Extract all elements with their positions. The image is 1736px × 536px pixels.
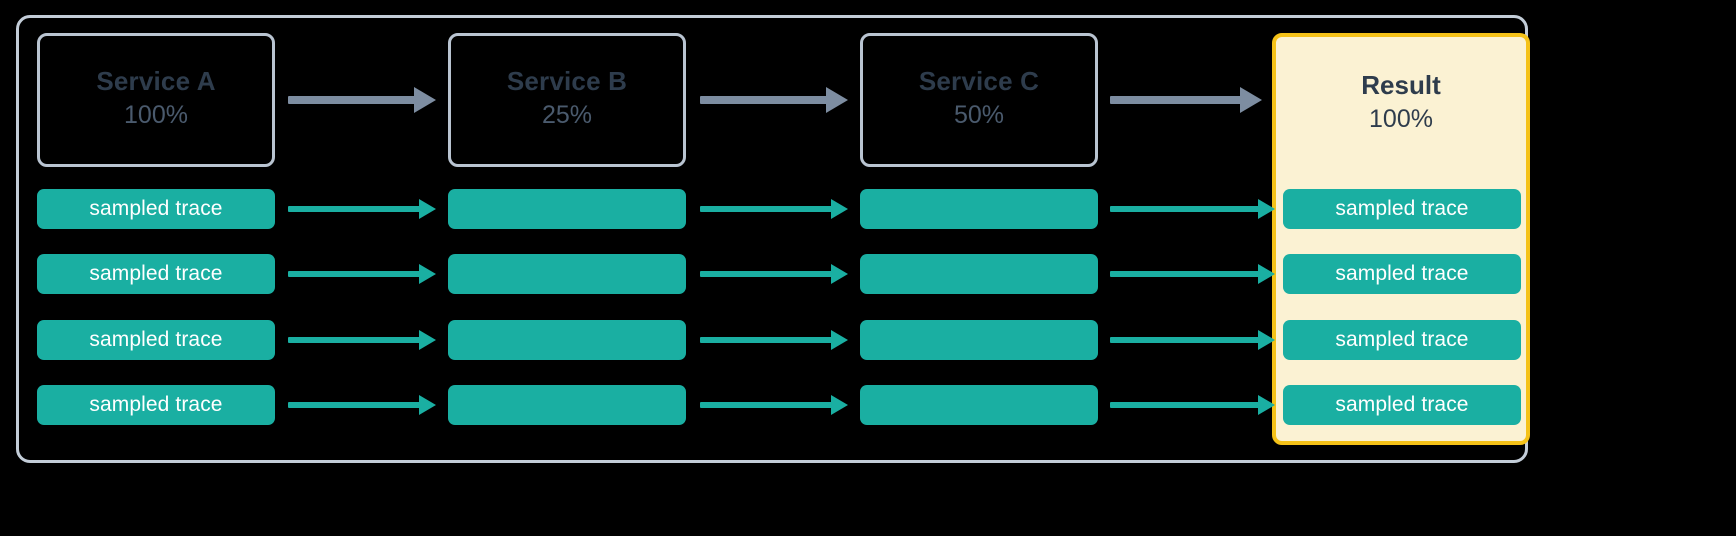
arrow-right-icon-row2-c-to-result	[1110, 264, 1275, 284]
trace-pill-label: sampled trace	[1335, 393, 1469, 416]
trace-pill-row3-result: sampled trace	[1283, 320, 1521, 360]
arrow-right-icon-row1-b-to-c	[700, 199, 848, 219]
trace-pill-row1-service-b	[448, 189, 686, 229]
arrow-head	[419, 330, 436, 350]
arrow-head	[831, 395, 848, 415]
trace-pill-row1-result: sampled trace	[1283, 189, 1521, 229]
arrow-shaft	[288, 206, 420, 212]
arrow-shaft	[700, 206, 832, 212]
arrow-head	[419, 264, 436, 284]
arrow-shaft	[700, 337, 832, 343]
arrow-shaft	[700, 96, 828, 104]
trace-pill-row2-service-a: sampled trace	[37, 254, 275, 294]
arrow-shaft	[288, 337, 420, 343]
service-box-service-b: Service B 25%	[448, 33, 686, 167]
service-box-service-a: Service A 100%	[37, 33, 275, 167]
arrow-head	[1258, 199, 1275, 219]
arrow-head	[414, 87, 436, 113]
arrow-shaft	[1110, 271, 1259, 277]
arrow-head	[419, 199, 436, 219]
arrow-right-icon-row3-b-to-c	[700, 330, 848, 350]
trace-pill-label: sampled trace	[1335, 328, 1469, 351]
arrow-shaft	[288, 271, 420, 277]
arrow-head	[1258, 395, 1275, 415]
arrow-right-icon-service-b-to-service-c	[700, 87, 848, 113]
trace-pill-label: sampled trace	[89, 328, 223, 351]
trace-pill-label: sampled trace	[1335, 262, 1469, 285]
arrow-right-icon-row3-a-to-b	[288, 330, 436, 350]
trace-pill-row2-service-b	[448, 254, 686, 294]
service-a-name: Service A	[96, 66, 216, 97]
arrow-head	[831, 199, 848, 219]
trace-pill-row3-service-c	[860, 320, 1098, 360]
service-c-percent: 50%	[953, 101, 1005, 130]
arrow-right-icon-row1-c-to-result	[1110, 199, 1275, 219]
trace-pill-label: sampled trace	[89, 393, 223, 416]
trace-pill-label: sampled trace	[89, 197, 223, 220]
arrow-right-icon-service-c-to-result	[1110, 87, 1262, 113]
arrow-head	[826, 87, 848, 113]
trace-pill-row3-service-a: sampled trace	[37, 320, 275, 360]
trace-pill-label: sampled trace	[1335, 197, 1469, 220]
arrow-head	[831, 264, 848, 284]
arrow-right-icon-row2-b-to-c	[700, 264, 848, 284]
arrow-head	[1258, 330, 1275, 350]
arrow-right-icon-service-a-to-service-b	[288, 87, 436, 113]
arrow-shaft	[700, 402, 832, 408]
arrow-shaft	[700, 271, 832, 277]
trace-pill-row2-service-c	[860, 254, 1098, 294]
arrow-shaft	[288, 96, 416, 104]
result-box: Result 100%	[1272, 33, 1530, 445]
trace-pill-row4-service-c	[860, 385, 1098, 425]
result-name: Result	[1361, 70, 1441, 101]
arrow-right-icon-row4-b-to-c	[700, 395, 848, 415]
trace-pill-row2-result: sampled trace	[1283, 254, 1521, 294]
service-b-name: Service B	[506, 66, 628, 97]
result-percent: 100%	[1369, 105, 1433, 134]
arrow-head	[831, 330, 848, 350]
arrow-head	[1258, 264, 1275, 284]
result-header: Result 100%	[1276, 37, 1526, 171]
arrow-right-icon-row2-a-to-b	[288, 264, 436, 284]
service-a-percent: 100%	[124, 101, 188, 130]
service-box-service-c: Service C 50%	[860, 33, 1098, 167]
arrow-right-icon-row4-c-to-result	[1110, 395, 1275, 415]
trace-pill-row4-service-b	[448, 385, 686, 425]
trace-pill-row1-service-c	[860, 189, 1098, 229]
arrow-shaft	[1110, 206, 1259, 212]
arrow-right-icon-row1-a-to-b	[288, 199, 436, 219]
arrow-shaft	[288, 402, 420, 408]
trace-pill-row1-service-a: sampled trace	[37, 189, 275, 229]
trace-pill-row4-service-a: sampled trace	[37, 385, 275, 425]
arrow-shaft	[1110, 96, 1242, 104]
arrow-right-icon-row3-c-to-result	[1110, 330, 1275, 350]
arrow-head	[419, 395, 436, 415]
arrow-head	[1240, 87, 1262, 113]
trace-pill-row4-result: sampled trace	[1283, 385, 1521, 425]
arrow-shaft	[1110, 337, 1259, 343]
trace-pill-row3-service-b	[448, 320, 686, 360]
arrow-shaft	[1110, 402, 1259, 408]
service-c-name: Service C	[918, 66, 1040, 97]
trace-pill-label: sampled trace	[89, 262, 223, 285]
service-b-percent: 25%	[541, 101, 593, 130]
arrow-right-icon-row4-a-to-b	[288, 395, 436, 415]
